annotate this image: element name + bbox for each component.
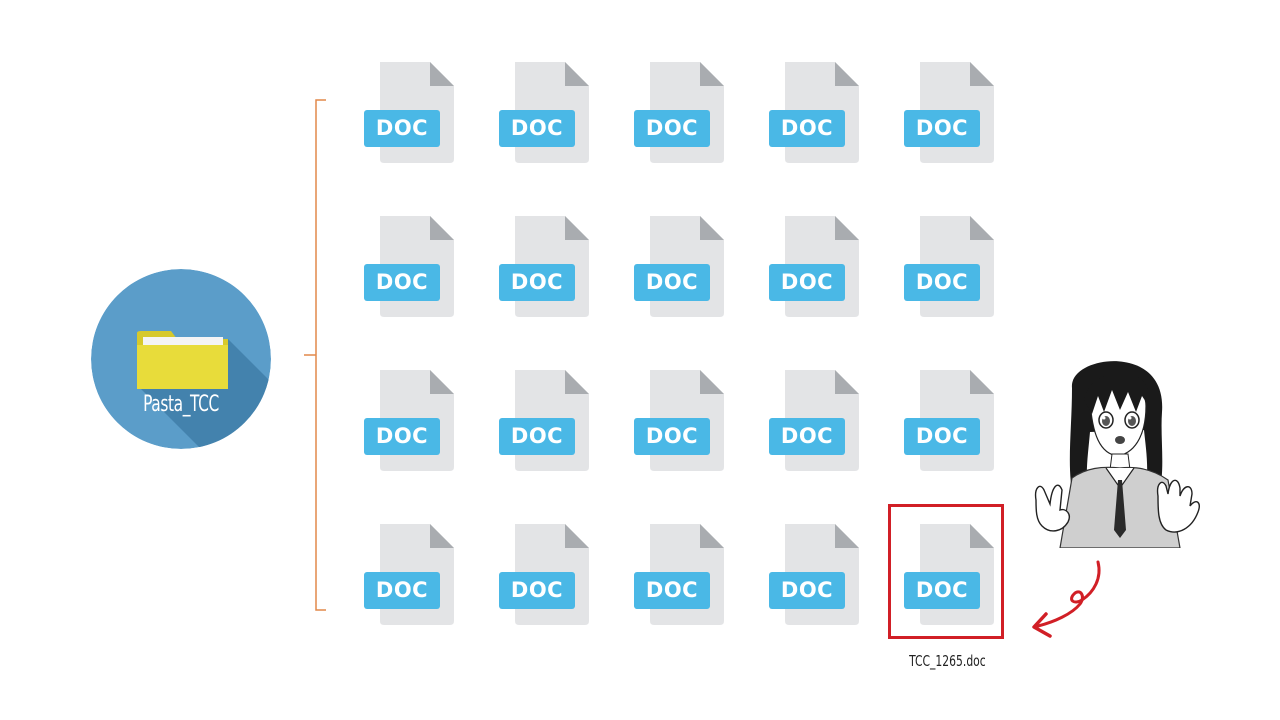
doc-file-icon[interactable]: DOC	[634, 370, 724, 471]
doc-file-icon[interactable]: DOC	[634, 524, 724, 625]
doc-file-icon[interactable]: DOC	[904, 216, 994, 317]
doc-badge-label: DOC	[634, 110, 710, 147]
doc-file-icon[interactable]: DOC	[634, 216, 724, 317]
doc-badge-label: DOC	[769, 264, 845, 301]
doc-file-icon[interactable]: DOC	[499, 62, 589, 163]
doc-file-icon[interactable]: DOC	[499, 524, 589, 625]
doc-file-icon[interactable]: DOC	[364, 370, 454, 471]
doc-badge-label: DOC	[904, 110, 980, 147]
doc-badge-label: DOC	[364, 110, 440, 147]
highlight-box	[888, 504, 1004, 639]
doc-file-icon[interactable]: DOC	[499, 370, 589, 471]
bracket-line	[304, 99, 326, 611]
doc-file-icon[interactable]: DOC	[364, 62, 454, 163]
surprised-anime-girl-illustration	[1034, 361, 1200, 548]
folder-label: Pasta_TCC	[143, 392, 219, 417]
doc-badge-label: DOC	[499, 418, 575, 455]
folder-icon	[91, 269, 271, 449]
doc-badge-label: DOC	[364, 264, 440, 301]
doc-badge-label: DOC	[364, 572, 440, 609]
doc-file-icon[interactable]: DOC	[904, 62, 994, 163]
doc-badge-label: DOC	[634, 418, 710, 455]
doc-badge-label: DOC	[904, 264, 980, 301]
doc-badge-label: DOC	[769, 572, 845, 609]
doc-file-icon[interactable]: DOC	[364, 216, 454, 317]
highlighted-file-name: TCC_1265.doc	[909, 652, 986, 670]
doc-badge-label: DOC	[904, 572, 980, 609]
doc-badge-label: DOC	[364, 418, 440, 455]
doc-badge-label: DOC	[769, 110, 845, 147]
curly-arrow-icon	[1032, 560, 1101, 638]
doc-file-icon[interactable]: DOC	[769, 524, 859, 625]
doc-badge-label: DOC	[769, 418, 845, 455]
doc-badge-label: DOC	[634, 264, 710, 301]
doc-file-icon[interactable]: DOC	[364, 524, 454, 625]
doc-file-icon[interactable]: DOC	[769, 216, 859, 317]
doc-badge-label: DOC	[634, 572, 710, 609]
doc-file-icon[interactable]: DOC	[769, 370, 859, 471]
doc-badge-label: DOC	[499, 264, 575, 301]
doc-file-icon[interactable]: DOC	[904, 370, 994, 471]
doc-badge-label: DOC	[904, 418, 980, 455]
document-grid: DOC DOC DOC DOC DOC DOC DOC DOC DOC DOC DOC DOC DOC D…	[364, 62, 994, 628]
folder-badge[interactable]: Pasta_TCC	[91, 269, 271, 449]
doc-file-icon[interactable]: DOC	[769, 62, 859, 163]
doc-file-icon[interactable]: DOC	[499, 216, 589, 317]
doc-badge-label: DOC	[499, 572, 575, 609]
doc-badge-label: DOC	[499, 110, 575, 147]
doc-file-icon[interactable]: DOC	[634, 62, 724, 163]
doc-file-icon[interactable]: DOC	[904, 524, 994, 625]
